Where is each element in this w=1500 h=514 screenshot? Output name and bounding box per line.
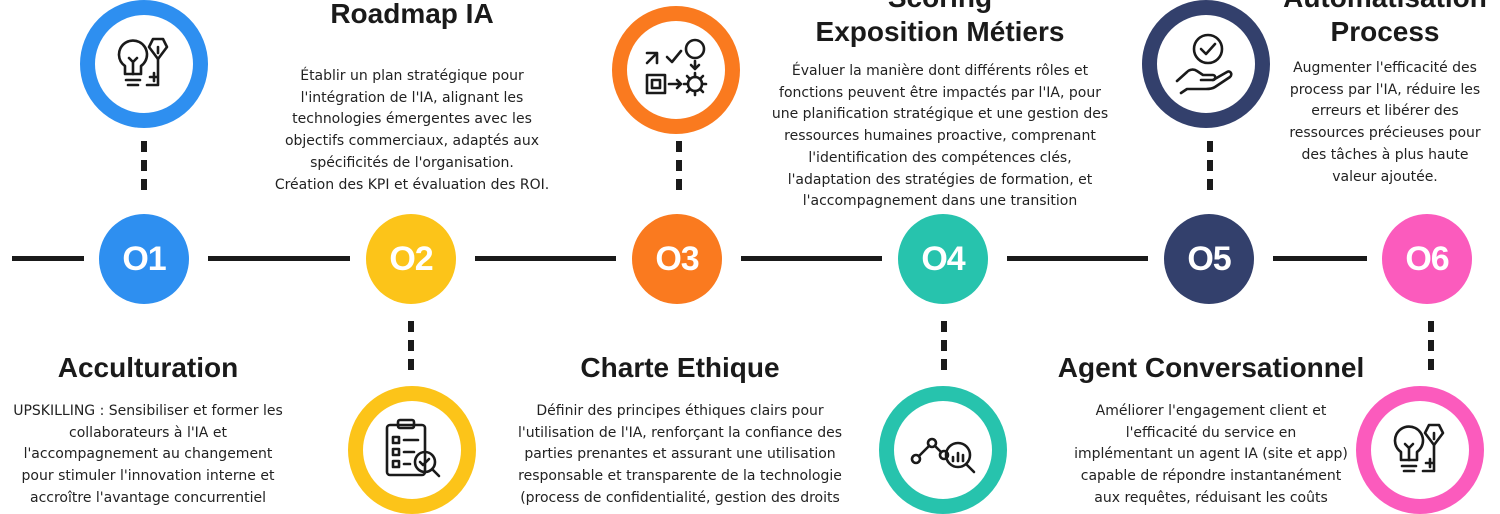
timeline-segment-3 bbox=[475, 256, 616, 261]
step-4-description: Évaluer la manière dont différents rôles… bbox=[771, 63, 1109, 210]
timeline-segment-4 bbox=[741, 256, 882, 261]
step-5-icon-ring bbox=[1142, 0, 1270, 128]
connector-5 bbox=[1207, 141, 1213, 195]
step-1-icon-ring bbox=[80, 0, 208, 128]
step-2-description: Établir un plan stratégique pour l'intég… bbox=[274, 68, 550, 193]
timeline-segment-5 bbox=[1007, 256, 1148, 261]
step-node-4: O4 bbox=[898, 214, 988, 304]
step-2-icon-ring bbox=[348, 386, 476, 514]
connector-1 bbox=[141, 141, 147, 195]
connector-3 bbox=[676, 141, 682, 195]
connector-4 bbox=[941, 321, 947, 375]
analytics-magnifier-icon bbox=[910, 437, 976, 474]
step-node-2: O2 bbox=[366, 214, 456, 304]
hand-check-icon bbox=[1175, 33, 1233, 95]
step-2-title: Roadmap IA bbox=[330, 0, 494, 29]
timeline-segment-2 bbox=[208, 256, 350, 261]
clipboard-checklist-icon bbox=[385, 418, 441, 478]
lightbulb-pen-icon bbox=[117, 37, 169, 87]
timeline-segment-6 bbox=[1273, 256, 1367, 261]
step-6-icon-ring bbox=[1356, 386, 1484, 514]
step-3-title: Charte Ethique bbox=[580, 352, 780, 383]
lightbulb-pen-icon bbox=[1393, 423, 1445, 473]
step-3-description: Définir des principes éthiques clairs po… bbox=[517, 403, 843, 506]
step-3-icon-ring bbox=[612, 6, 740, 134]
step-6-description: Augmenter l'efficacité des process par l… bbox=[1289, 60, 1481, 185]
step-4-title: Scoring Exposition Métiers bbox=[815, 0, 1065, 47]
step-node-1: O1 bbox=[99, 214, 189, 304]
step-6-title: Automatisation Process bbox=[1283, 0, 1487, 47]
step-1-description: UPSKILLING : Sensibiliser et former les … bbox=[13, 403, 283, 506]
step-4-icon-ring bbox=[879, 386, 1007, 514]
workflow-gear-icon bbox=[645, 38, 708, 97]
step-1-title: Acculturation bbox=[57, 352, 239, 383]
step-node-3: O3 bbox=[632, 214, 722, 304]
step-5-title: Agent Conversationnel bbox=[1057, 352, 1365, 383]
step-5-description: Améliorer l'engagement client et l'effic… bbox=[1074, 403, 1348, 506]
step-node-6: O6 bbox=[1382, 214, 1472, 304]
connector-6 bbox=[1428, 321, 1434, 375]
step-node-5: O5 bbox=[1164, 214, 1254, 304]
timeline-segment-1 bbox=[12, 256, 84, 261]
connector-2 bbox=[408, 321, 414, 375]
